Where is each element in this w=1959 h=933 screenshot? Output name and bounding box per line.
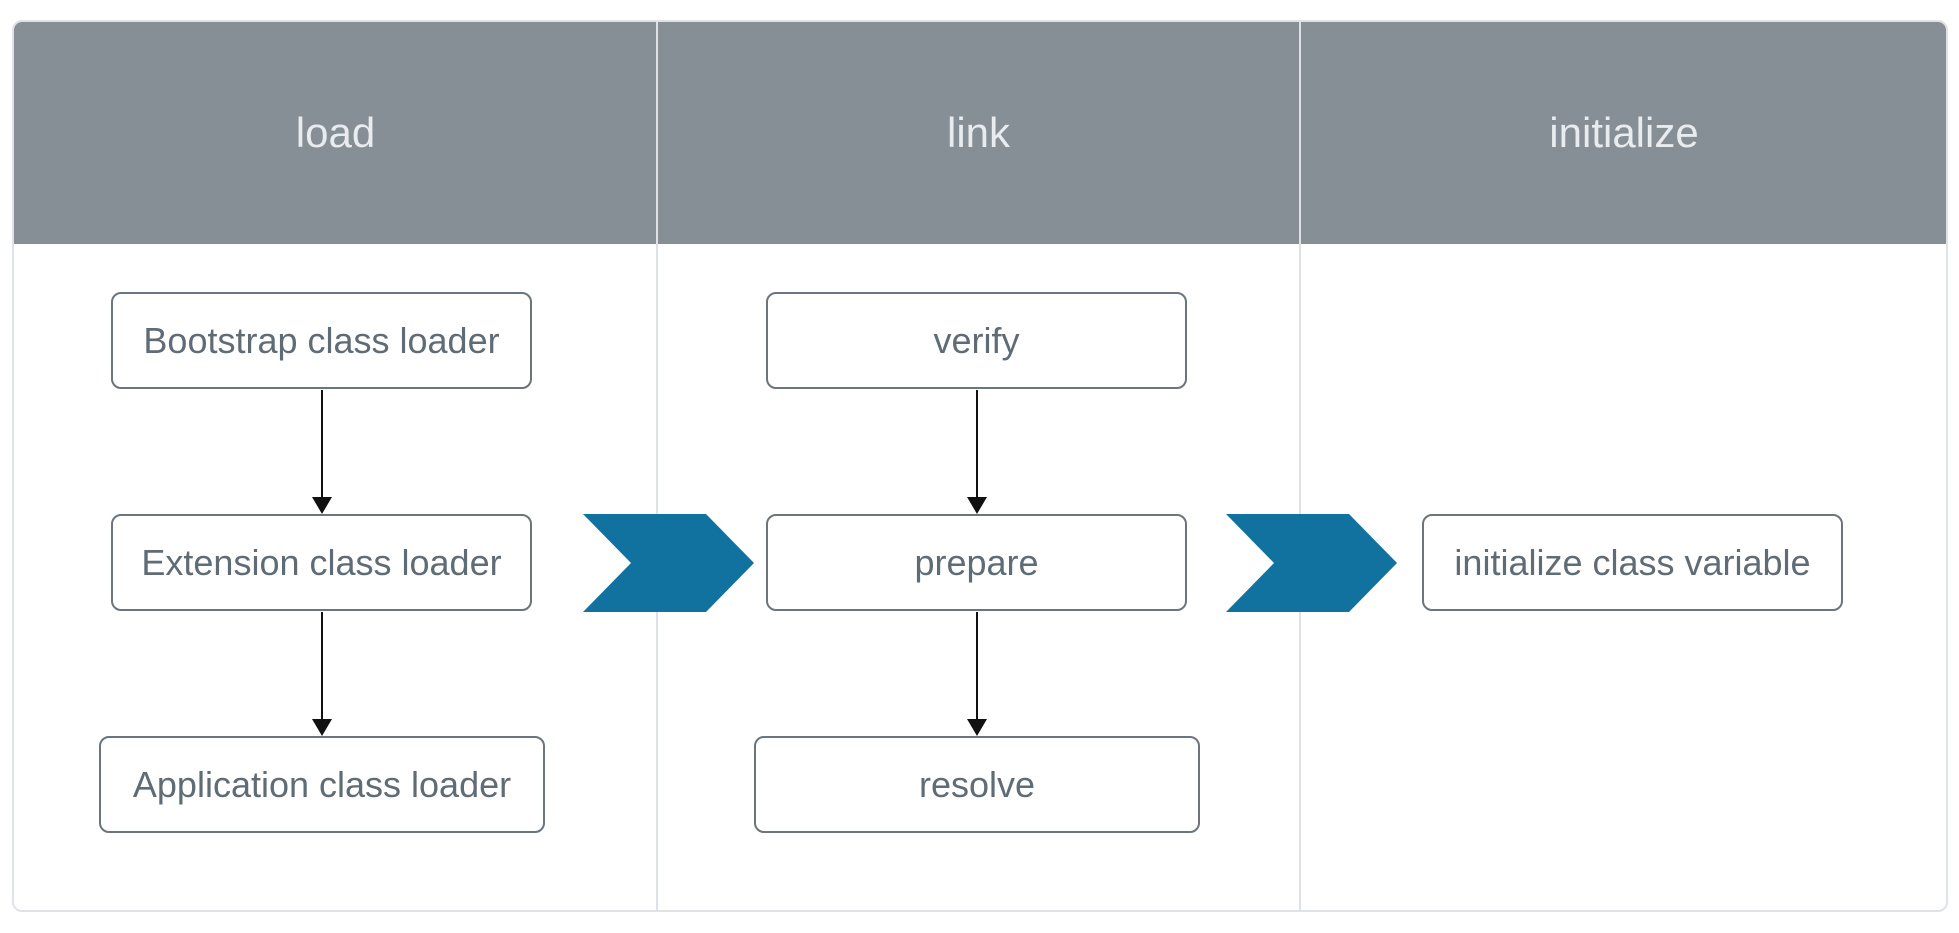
column-header-load: load	[295, 109, 376, 156]
initialize-class-variable-node: initialize class variable	[1422, 514, 1843, 611]
column-header-initialize: initialize	[1549, 109, 1699, 156]
column-divider	[1299, 22, 1301, 910]
extension-class-loader-node: Extension class loader	[111, 514, 532, 611]
column-divider	[656, 22, 658, 910]
verify-node: verify	[766, 292, 1187, 389]
resolve-node: resolve	[754, 736, 1200, 833]
prepare-node: prepare	[766, 514, 1187, 611]
bootstrap-class-loader-node: Bootstrap class loader	[111, 292, 532, 389]
column-header-link: link	[946, 109, 1011, 156]
header-row	[14, 22, 1946, 244]
application-class-loader-node: Application class loader	[99, 736, 545, 833]
